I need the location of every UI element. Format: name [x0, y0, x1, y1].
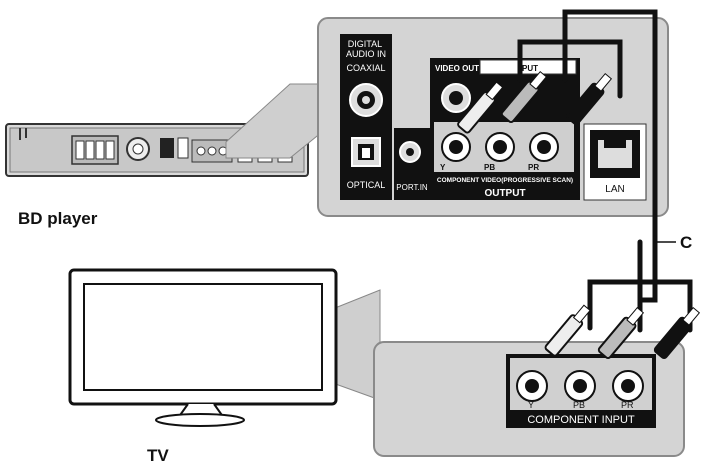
jack-pb-label: PB: [484, 163, 495, 172]
tv-jack-pb-label: PB: [573, 400, 585, 410]
jack-y-label: Y: [440, 163, 446, 172]
jack-pr-label: PR: [528, 163, 539, 172]
tv-jack-pr-label: PR: [621, 400, 634, 410]
player-jack-panel: DIGITAL AUDIO IN COAXIAL OPTICAL PORT.IN…: [317, 17, 669, 217]
port-in-label: PORT.IN: [396, 183, 428, 192]
digital-label: DIGITAL AUDIO IN: [346, 39, 386, 59]
cable-label: C: [680, 233, 692, 252]
tv-illustration: [68, 268, 381, 427]
tv-label: TV: [147, 446, 169, 465]
input-partial-label: PUT: [522, 64, 538, 73]
component-video-label: COMPONENT VIDEO(PROGRESSIVE SCAN): [437, 177, 573, 184]
coaxial-label: COAXIAL: [346, 63, 385, 73]
tv-plugs: [544, 304, 701, 359]
output-label: OUTPUT: [484, 188, 525, 199]
bd-player-label: BD player: [18, 209, 98, 228]
tv-jack-y-label: Y: [528, 400, 534, 410]
optical-label: OPTICAL: [347, 180, 386, 190]
tv-jack-panel: Y PB PR COMPONENT INPUT: [373, 341, 685, 457]
component-input-label: COMPONENT INPUT: [527, 414, 635, 426]
video-out-label: VIDEO OUT: [435, 64, 479, 73]
player-plugs: [457, 71, 613, 134]
lan-label: LAN: [605, 184, 624, 195]
